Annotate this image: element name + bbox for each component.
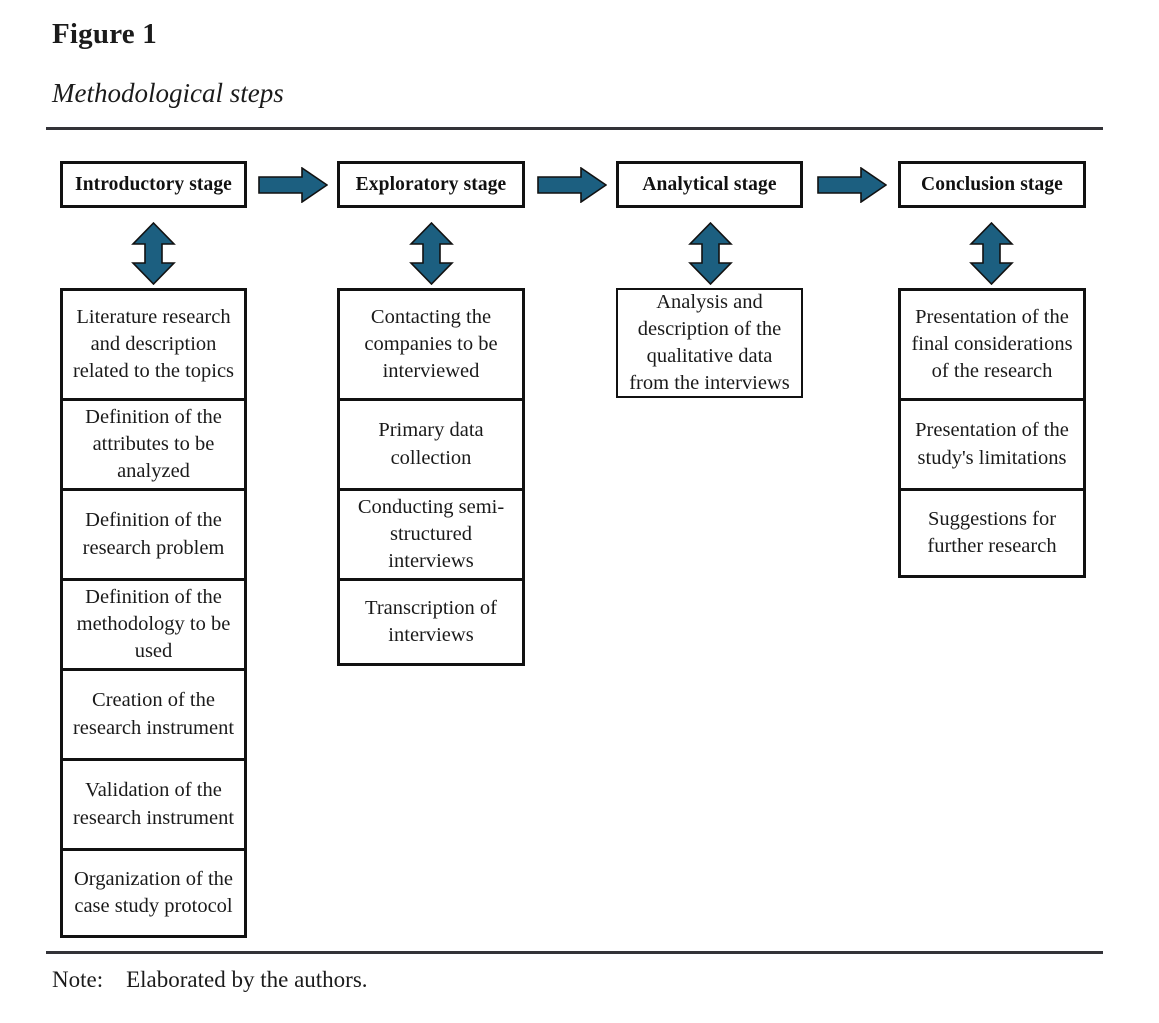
step-item[interactable]: Creation of the research instrument bbox=[60, 668, 247, 758]
step-item[interactable]: Literature research and description rela… bbox=[60, 288, 247, 398]
step-item[interactable]: Definition of the attributes to be analy… bbox=[60, 398, 247, 488]
step-item[interactable]: Validation of the research instrument bbox=[60, 758, 247, 848]
stage-header-label: Exploratory stage bbox=[355, 173, 507, 195]
step-item[interactable]: Contacting the companies to be interview… bbox=[337, 288, 525, 398]
step-item[interactable]: Transcription of interviews bbox=[337, 578, 525, 666]
arrow-updown-icon-1 bbox=[131, 222, 176, 285]
figure-label: Figure 1 bbox=[52, 18, 157, 50]
figure-note: Note: Elaborated by the authors. bbox=[52, 967, 368, 993]
arrow-right-icon-3 bbox=[817, 167, 887, 203]
step-item[interactable]: Conducting semi-structured interviews bbox=[337, 488, 525, 578]
step-item[interactable]: Organization of the case study protocol bbox=[60, 848, 247, 938]
arrow-updown-icon-2 bbox=[409, 222, 454, 285]
stage-header-analytical[interactable]: Analytical stage bbox=[616, 161, 803, 208]
step-item[interactable]: Definition of the methodology to be used bbox=[60, 578, 247, 668]
stage-header-conclusion[interactable]: Conclusion stage bbox=[898, 161, 1086, 208]
step-item[interactable]: Definition of the research problem bbox=[60, 488, 247, 578]
note-label: Note: bbox=[52, 967, 104, 992]
stage-header-label: Introductory stage bbox=[75, 173, 232, 195]
step-list-analytical: Analysis and description of the qualitat… bbox=[616, 288, 803, 398]
note-text: Elaborated by the authors. bbox=[126, 967, 368, 992]
stage-header-label: Analytical stage bbox=[642, 173, 777, 195]
top-divider-rule bbox=[46, 127, 1103, 130]
figure-caption: Methodological steps bbox=[52, 78, 284, 108]
step-list-exploratory: Contacting the companies to be interview… bbox=[337, 288, 525, 666]
step-item[interactable]: Presentation of the final considerations… bbox=[898, 288, 1086, 398]
arrow-right-icon-2 bbox=[537, 167, 607, 203]
step-item[interactable]: Analysis and description of the qualitat… bbox=[616, 288, 803, 398]
stage-header-exploratory[interactable]: Exploratory stage bbox=[337, 161, 525, 208]
stage-header-introductory[interactable]: Introductory stage bbox=[60, 161, 247, 208]
step-item[interactable]: Presentation of the study's limitations bbox=[898, 398, 1086, 488]
arrow-updown-icon-4 bbox=[969, 222, 1014, 285]
bottom-divider-rule bbox=[46, 951, 1103, 954]
arrow-right-icon-1 bbox=[258, 167, 328, 203]
step-item[interactable]: Suggestions for further research bbox=[898, 488, 1086, 578]
note-gap bbox=[103, 967, 126, 992]
stage-header-label: Conclusion stage bbox=[921, 173, 1063, 195]
step-list-introductory: Literature research and description rela… bbox=[60, 288, 247, 938]
arrow-updown-icon-3 bbox=[688, 222, 733, 285]
step-list-conclusion: Presentation of the final considerations… bbox=[898, 288, 1086, 578]
step-item[interactable]: Primary data collection bbox=[337, 398, 525, 488]
